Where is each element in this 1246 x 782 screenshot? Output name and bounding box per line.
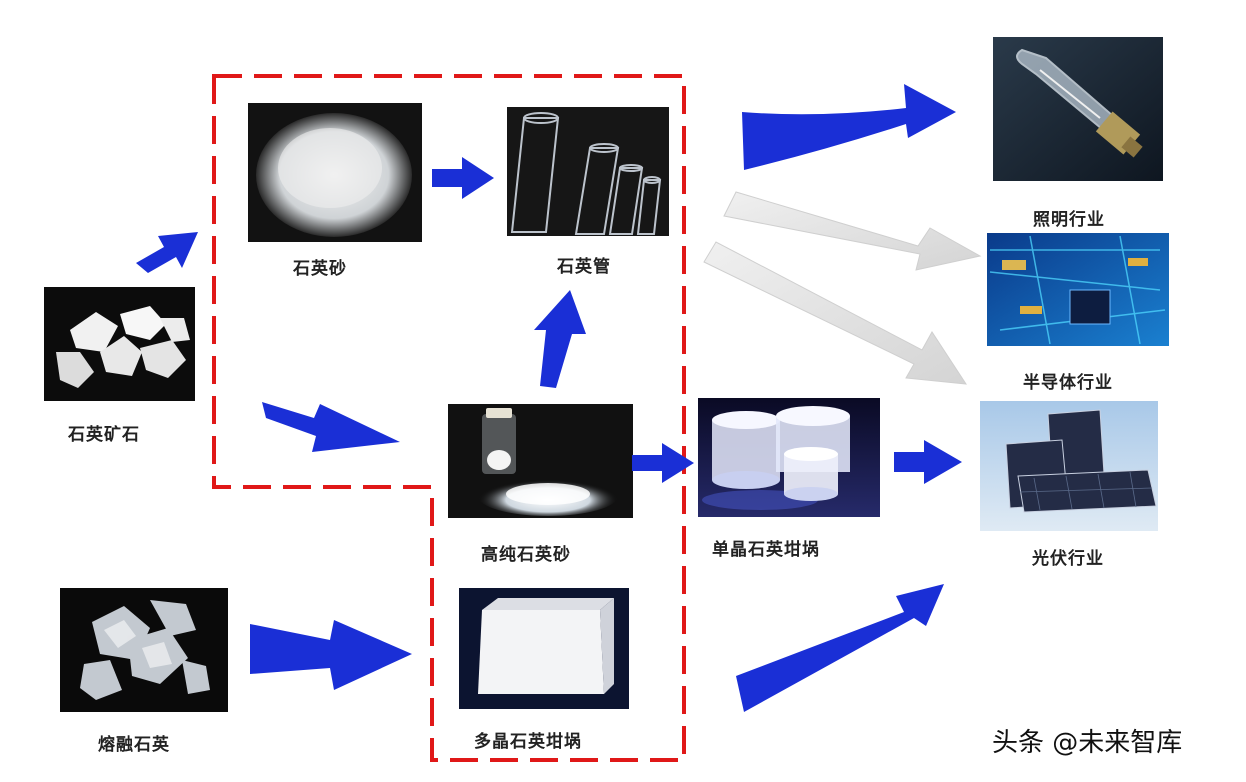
lamp-photo	[993, 37, 1163, 181]
arrow-high-purity-to-tube	[534, 290, 586, 388]
label-mono-crucible: 单晶石英坩埚	[712, 540, 820, 560]
arrow-ore-to-high-purity	[262, 402, 400, 452]
arrow-poly-to-photovoltaic	[736, 584, 944, 712]
arrow-high-purity-to-mono	[632, 443, 694, 483]
fused-quartz-photo	[60, 588, 228, 712]
solar-panel-photo	[980, 401, 1158, 531]
label-quartz-sand: 石英砂	[293, 259, 347, 279]
label-fused-quartz: 熔融石英	[98, 735, 170, 755]
label-quartz-ore: 石英矿石	[68, 425, 140, 445]
label-quartz-tube: 石英管	[557, 257, 611, 277]
watermark: 头条 @未来智库	[992, 728, 1183, 758]
label-poly-crucible: 多晶石英坩埚	[474, 732, 582, 752]
quartz-tube-photo	[507, 107, 669, 236]
high-purity-sand-photo	[448, 404, 633, 518]
faded-arrow-tube-to-photovoltaic	[703, 241, 967, 385]
mono-crucible-photo	[698, 398, 880, 517]
poly-crucible-photo	[459, 588, 629, 709]
label-semiconductor: 半导体行业	[1023, 373, 1113, 393]
arrow-fused-to-poly	[250, 620, 412, 690]
label-lighting: 照明行业	[1033, 210, 1105, 230]
quartz-sand-photo	[248, 103, 422, 242]
circuit-board-photo	[987, 233, 1169, 346]
faded-arrow-tube-to-semiconductor	[723, 191, 982, 271]
arrow-ore-to-sand	[136, 232, 198, 273]
label-high-purity-sand: 高纯石英砂	[481, 545, 571, 565]
label-photovoltaic: 光伏行业	[1032, 549, 1104, 569]
arrow-sand-to-tube	[432, 157, 494, 199]
arrow-tube-to-lighting	[742, 84, 956, 170]
process-boundary-dashed	[212, 74, 686, 762]
quartz-ore-photo	[44, 287, 195, 401]
arrow-mono-to-photovoltaic	[894, 440, 962, 484]
